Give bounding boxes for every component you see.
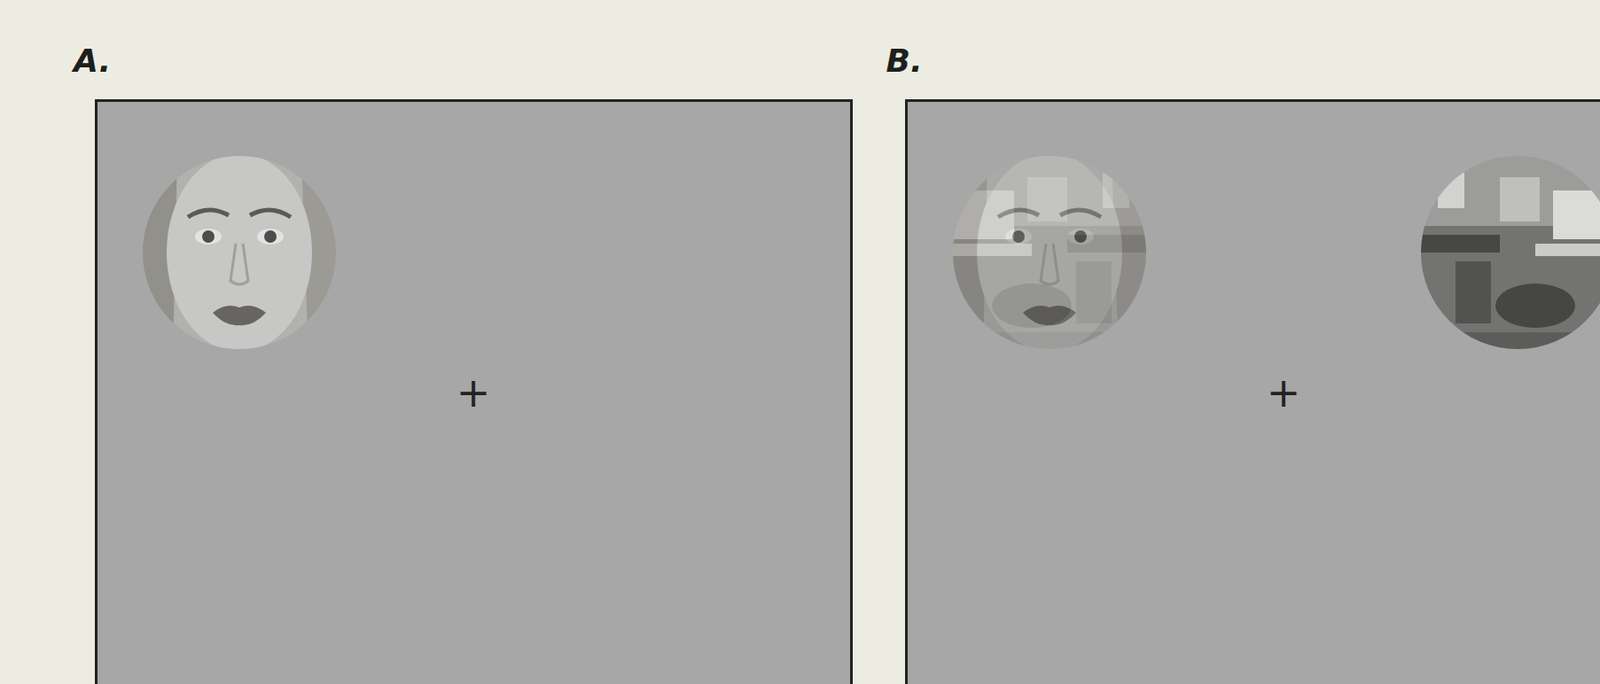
fixation-cross: +	[456, 372, 492, 414]
panel-label: B.	[885, 45, 922, 78]
panel-label: A.	[73, 45, 111, 78]
fixation-cross: +	[1266, 372, 1302, 414]
stimulus-panel: B.+	[905, 99, 1600, 684]
stimulus-panel: A.+	[94, 99, 853, 684]
